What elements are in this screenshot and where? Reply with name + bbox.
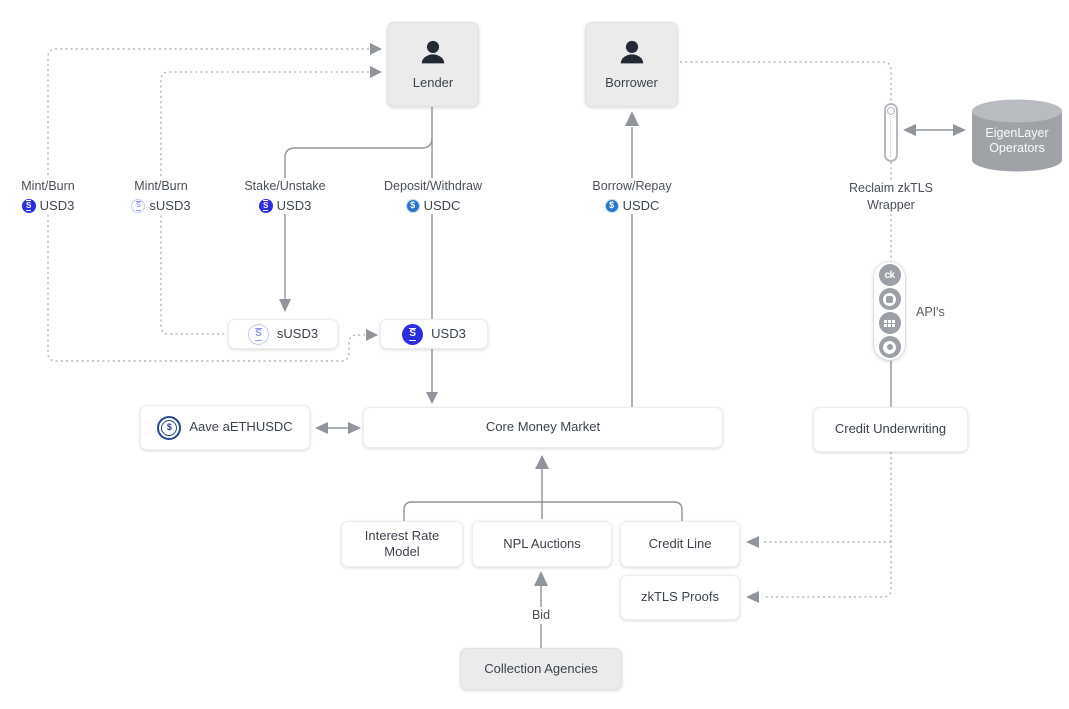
usdc-coin-icon: $ xyxy=(405,198,420,213)
dashed-borrower-wrapper-path xyxy=(680,61,892,263)
node-interest-rate-model: Interest Rate Model xyxy=(341,521,463,567)
flow-reclaim-zktls-wrapper: Reclaim zkTLS Wrapper xyxy=(841,180,941,214)
node-label: Lender xyxy=(412,74,454,90)
flow-action: Stake/Unstake xyxy=(244,179,326,193)
arrow-to-wrapper-icon xyxy=(903,124,916,136)
flow-token: USD3 xyxy=(39,197,75,213)
usd3-coin-icon: S xyxy=(402,323,424,345)
node-usd3: S USD3 xyxy=(380,319,488,349)
usd3-coin-icon: S xyxy=(21,198,36,213)
aave-aethusdc-coin-icon: $ xyxy=(157,415,182,440)
node-credit-underwriting: Credit Underwriting xyxy=(813,407,968,452)
arrow-into-core-from-tree-icon xyxy=(535,455,549,469)
flow-action: Deposit/Withdraw xyxy=(384,179,482,193)
susd3-coin-icon: S xyxy=(247,323,269,345)
node-label: Core Money Market xyxy=(485,419,601,435)
usd3-coin-icon: S xyxy=(258,198,273,213)
flow-borrow-repay: Borrow/Repay $USDC xyxy=(572,178,692,215)
node-label: Collection Agencies xyxy=(484,660,598,676)
arrow-to-aave-icon xyxy=(315,422,328,434)
capsule-knob-icon xyxy=(887,107,895,115)
grid-api-icon xyxy=(878,312,901,334)
arrow-into-npl-icon xyxy=(534,571,548,586)
arrow-into-susd3-icon xyxy=(279,299,291,312)
arrow-into-zktls-proofs-icon xyxy=(746,591,759,603)
node-label: Credit Line xyxy=(648,535,712,551)
node-label: USD3 xyxy=(431,325,466,341)
node-core-money-market: Core Money Market xyxy=(363,407,723,448)
dashed-mint-burn-usd3-path xyxy=(47,48,369,362)
arrow-into-borrower-icon xyxy=(625,111,639,126)
node-lender: Lender xyxy=(387,22,479,107)
node-borrower: Borrower xyxy=(585,22,678,107)
apis-pill: ck xyxy=(874,262,905,360)
flow-deposit-withdraw: Deposit/Withdraw $USDC xyxy=(373,178,493,215)
node-npl-auctions: NPL Auctions xyxy=(472,521,612,567)
node-label: Model xyxy=(384,544,420,559)
arrow-to-core-icon xyxy=(348,422,361,434)
arrow-into-core-icon xyxy=(426,392,438,404)
ring-square-api-icon xyxy=(878,288,901,310)
node-label: Credit Underwriting xyxy=(834,421,947,437)
usdc-coin-icon: $ xyxy=(604,198,619,213)
node-label: EigenLayer Operators xyxy=(985,126,1049,155)
flow-action: Mint/Burn xyxy=(134,179,188,193)
dashed-mint-burn-susd3-path xyxy=(160,71,369,335)
node-label: Interest Rate xyxy=(364,527,440,543)
node-label: zkTLS Proofs xyxy=(640,589,720,605)
credit-karma-api-icon: ck xyxy=(878,264,901,286)
node-aave-aethusdc: $ Aave aETHUSDC xyxy=(140,405,310,450)
arrow-into-lender-2-icon xyxy=(370,66,382,78)
node-label: Aave aETHUSDC xyxy=(189,419,293,435)
node-label: NPL Auctions xyxy=(503,535,581,551)
line-stake-branch xyxy=(284,137,433,300)
flow-token: USDC xyxy=(423,197,461,213)
arrow-into-usd3-icon xyxy=(366,329,378,341)
flow-bid: Bid xyxy=(521,607,561,624)
susd3-coin-icon: S xyxy=(131,198,146,213)
node-collection-agencies: Collection Agencies xyxy=(460,648,622,690)
node-label: Borrower xyxy=(605,74,658,90)
flow-token: sUSD3 xyxy=(149,197,191,213)
dashed-underwriting-paths xyxy=(762,452,892,598)
node-susd3: S sUSD3 xyxy=(228,319,338,349)
apis-label: API's xyxy=(916,305,945,319)
person-icon xyxy=(620,40,643,64)
node-label: sUSD3 xyxy=(276,325,319,341)
flow-token: USD3 xyxy=(276,197,312,213)
arrow-into-lender-1-icon xyxy=(370,43,382,55)
node-zktls-proofs: zkTLS Proofs xyxy=(620,575,740,620)
arrow-to-eigenlayer-icon xyxy=(953,124,966,136)
database-icon xyxy=(972,99,1062,172)
line-tree-connector xyxy=(403,501,683,521)
target-api-icon xyxy=(878,336,901,358)
flow-token: USDC xyxy=(622,197,660,213)
arrow-into-credit-line-icon xyxy=(746,536,759,548)
person-icon xyxy=(421,40,445,64)
zktls-wrapper-icon xyxy=(884,103,898,162)
node-credit-line: Credit Line xyxy=(620,521,740,567)
flow-action: Borrow/Repay xyxy=(592,179,672,193)
node-eigenlayer-operators: EigenLayer Operators xyxy=(970,98,1064,174)
flow-action: Mint/Burn xyxy=(21,179,75,193)
capsule-dots-icon xyxy=(890,116,891,157)
